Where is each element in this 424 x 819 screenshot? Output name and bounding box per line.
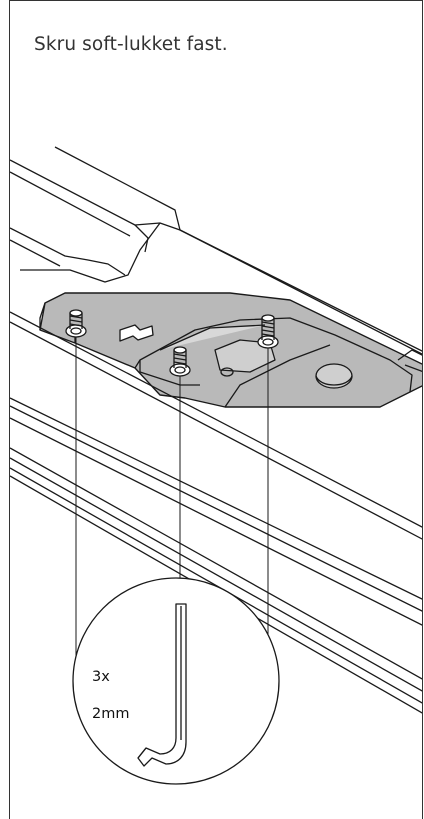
upper-rail — [10, 146, 422, 355]
illustration-frame — [9, 0, 423, 819]
soft-close-plate — [39, 292, 422, 408]
hex-key-icon — [137, 603, 187, 767]
screw-left — [65, 309, 87, 338]
instruction-text: Skru soft-lukket fast. — [34, 34, 228, 55]
leader-lines — [75, 337, 269, 660]
screw-right — [257, 314, 279, 349]
screw-count-label: 3x — [92, 669, 110, 685]
lower-rail — [10, 311, 422, 714]
tool-callout-circle — [72, 577, 280, 785]
hex-key-size-label: 2mm — [92, 706, 130, 722]
